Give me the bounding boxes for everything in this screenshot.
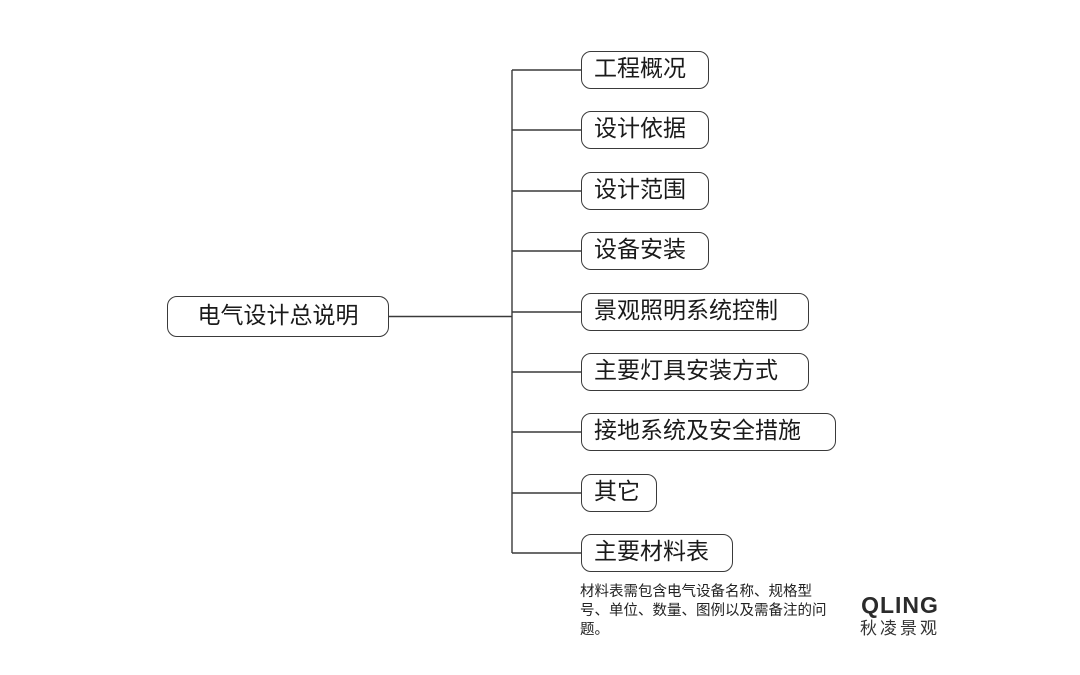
branch-node[interactable]: 设计依据	[581, 111, 709, 149]
branch-node[interactable]: 其它	[581, 474, 657, 512]
branch-node[interactable]: 接地系统及安全措施	[581, 413, 836, 451]
materials-note: 材料表需包含电气设备名称、规格型号、单位、数量、图例以及需备注的问题。	[580, 584, 827, 638]
branch-node[interactable]: 主要材料表	[581, 534, 733, 572]
branch-node[interactable]: 设计范围	[581, 172, 709, 210]
branch-node[interactable]: 设备安装	[581, 232, 709, 270]
root-topic[interactable]: 电气设计总说明	[167, 296, 389, 337]
qling-logo: QLING 秋凌景观	[850, 592, 950, 640]
logo-mark: QLING	[861, 592, 939, 618]
logo-name: 秋凌景观	[860, 619, 940, 639]
branch-node[interactable]: 景观照明系统控制	[581, 293, 809, 331]
branch-node[interactable]: 工程概况	[581, 51, 709, 89]
branch-node[interactable]: 主要灯具安装方式	[581, 353, 809, 391]
